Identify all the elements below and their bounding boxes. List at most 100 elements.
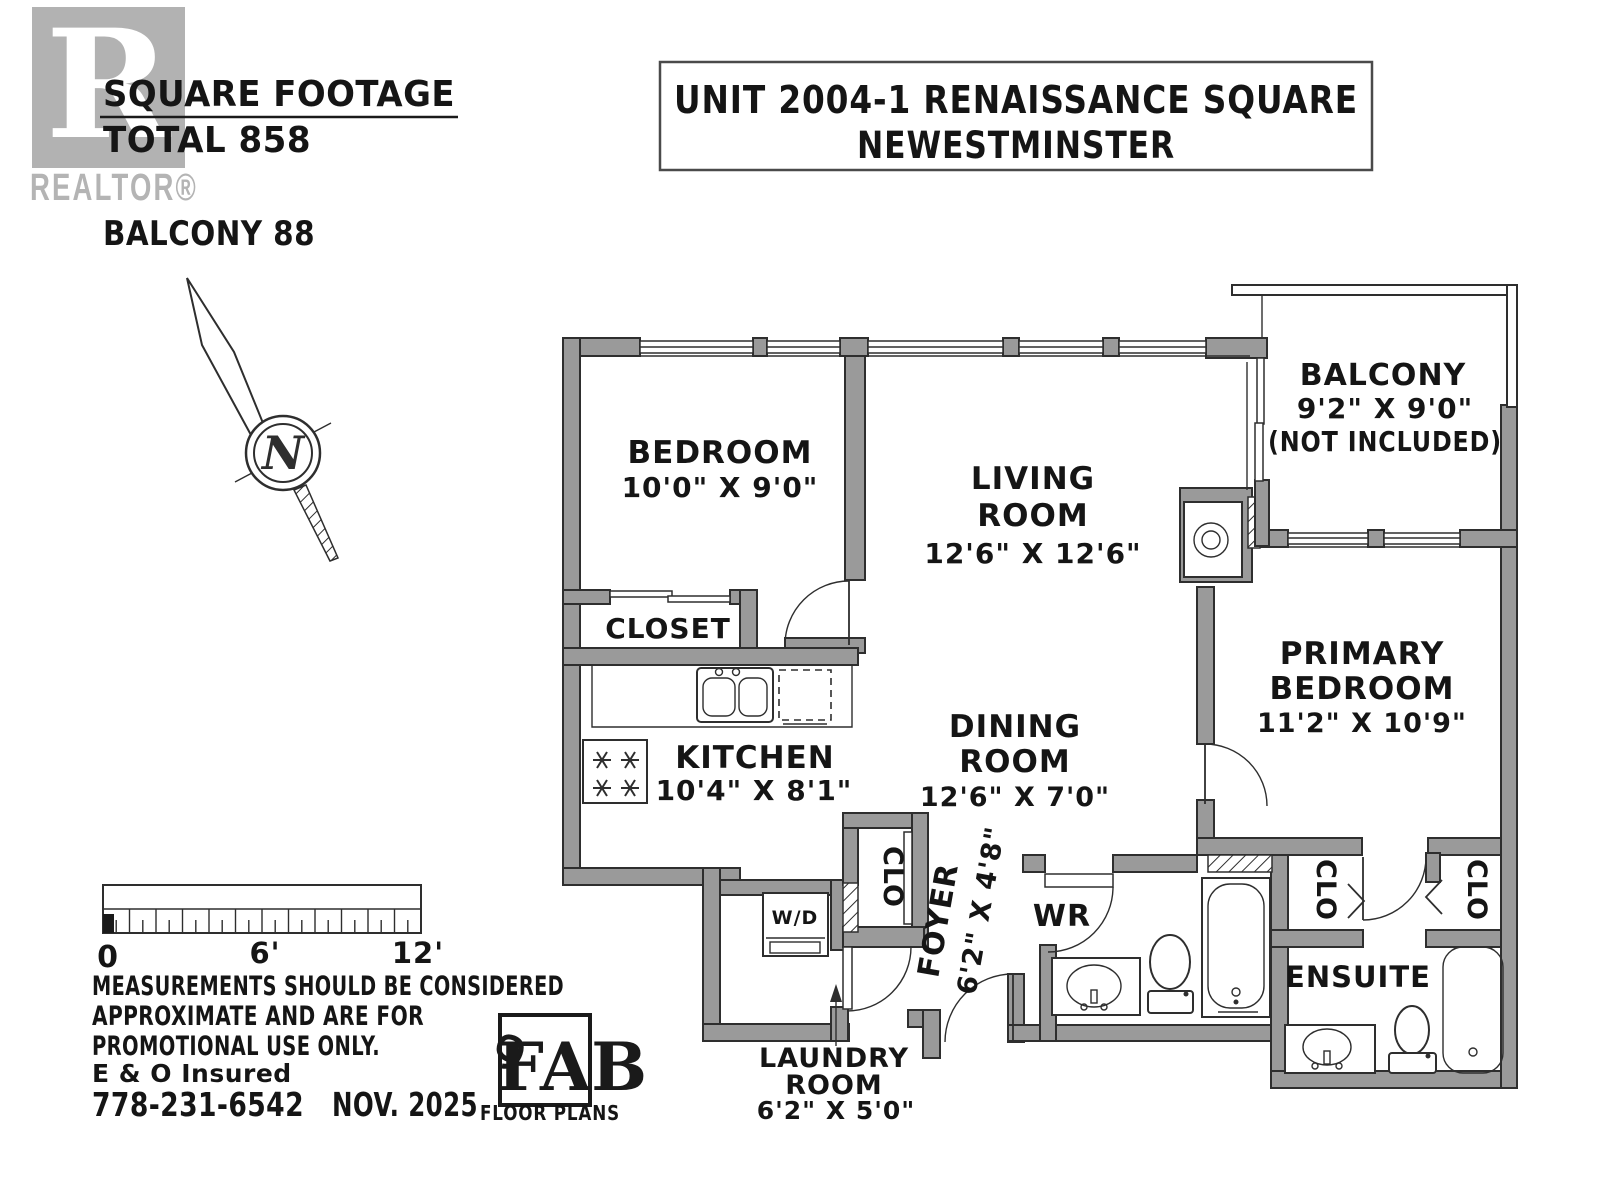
faucet-dot <box>714 667 724 677</box>
wall-segment <box>1196 837 1363 856</box>
wall-segment <box>1425 852 1441 883</box>
room-dims-bedroom: 10'0" X 9'0" <box>622 471 819 504</box>
tank-knob <box>1183 991 1189 997</box>
room-label-entry-closet: CLO <box>877 846 908 908</box>
room-label-kitchen: KITCHEN <box>675 740 835 776</box>
room-label-dining-1: DINING <box>949 709 1081 745</box>
closet-door-panel <box>903 831 913 925</box>
realtor-wordmark: REALTOR® <box>30 167 198 209</box>
title-line2: NEWESTMINSTER <box>857 124 1175 167</box>
wall-segment <box>844 355 866 581</box>
wall-segment <box>1102 337 1120 357</box>
wall-segment <box>1196 586 1215 745</box>
wall-segment <box>562 647 859 666</box>
title-line1: UNIT 2004-1 RENAISSANCE SQUARE <box>674 78 1358 122</box>
wall-segment <box>842 926 925 948</box>
ensuite-vanity <box>1284 1024 1376 1074</box>
ruler-zero-block <box>103 914 114 933</box>
sink-basin <box>702 677 736 717</box>
fab-logo-frame <box>498 1013 592 1107</box>
stove-icon <box>582 739 648 804</box>
room-dims-laundry: 6'2" X 5'0" <box>757 1096 916 1125</box>
wall-segment <box>702 867 721 1042</box>
wall-segment <box>1002 337 1020 357</box>
doors <box>609 580 1443 1043</box>
room-note-balcony: (NOT INCLUDED) <box>1268 425 1502 458</box>
faucet-dot <box>1335 1062 1343 1070</box>
balcony-slider-panel <box>1254 422 1264 482</box>
ruler-label-middle: 6' <box>249 936 280 970</box>
compass-tick-east <box>313 422 332 433</box>
title-box-frame <box>658 60 1374 172</box>
kitchen-counter <box>591 665 853 728</box>
laundry-arrow-head <box>830 984 842 1002</box>
disclaimer-block: MEASUREMENTS SHOULD BE CONSIDERED APPROX… <box>92 971 564 1124</box>
hatched-wall <box>1207 854 1273 873</box>
ensuite-sink-icon <box>1302 1028 1352 1066</box>
wr-sink-icon <box>1066 964 1122 1008</box>
wall-segment <box>839 337 869 357</box>
wall-segment <box>842 827 859 886</box>
fab-logo-swirl <box>496 1034 524 1069</box>
compass-tick-west <box>234 472 253 483</box>
room-label-primary-2: BEDROOM <box>1270 671 1455 707</box>
scale-ruler: 0 6' 12' <box>97 884 443 975</box>
faucet-dot <box>1080 1003 1088 1011</box>
wall-segment <box>1427 837 1502 856</box>
realtor-logo-letter: R <box>46 0 172 173</box>
room-dims-living: 12'6" X 12'6" <box>924 537 1141 570</box>
door-leaf <box>1044 873 1114 888</box>
tank-knob <box>1425 1053 1431 1059</box>
door-leaf <box>842 946 853 1010</box>
wall-inner-lines <box>580 355 1460 548</box>
wall-segment <box>702 1023 850 1042</box>
door-arc <box>846 946 912 1012</box>
wall-segment <box>1425 929 1502 948</box>
door-arc <box>784 580 850 646</box>
realtor-logo-block <box>32 7 185 168</box>
wall-segment <box>1205 337 1268 359</box>
wall-segment <box>1367 529 1385 548</box>
room-label-bedroom: BEDROOM <box>628 435 813 471</box>
wd-drawer <box>769 941 821 954</box>
room-label-laundry-1: LAUNDRY <box>759 1043 909 1074</box>
tub-drain <box>1468 1047 1478 1057</box>
fab-logo: FAB FLOOR PLANS <box>480 1013 647 1125</box>
square-footage-summary: SQUARE FOOTAGE TOTAL 858 BALCONY 88 <box>100 74 458 254</box>
room-label-wd: W/D <box>772 907 819 929</box>
compass-ring-outer <box>244 414 322 492</box>
contact-phone: 778-231-6542 <box>92 1085 304 1124</box>
wall-segment <box>562 337 581 886</box>
tub-dot <box>1233 999 1239 1005</box>
door-arc <box>1204 743 1268 807</box>
total-sqft: TOTAL 858 <box>103 120 311 161</box>
disclaimer-line3: PROMOTIONAL USE ONLY. <box>92 1031 380 1062</box>
title-box: UNIT 2004-1 RENAISSANCE SQUARE NEWESTMIN… <box>658 60 1374 172</box>
room-label-ensuite-closet-left: CLO <box>1310 859 1341 921</box>
room-label-primary-1: PRIMARY <box>1280 636 1445 672</box>
room-label-wr: WR <box>1033 899 1091 934</box>
balcony-railing <box>1231 284 1518 482</box>
disclaimer-line2: APPROXIMATE AND ARE FOR <box>92 1001 424 1032</box>
wall-segment <box>1022 854 1046 873</box>
ensuite-faucet <box>1323 1050 1331 1065</box>
square-footage-title: SQUARE FOOTAGE <box>103 74 455 115</box>
faucet-dot <box>1100 1003 1108 1011</box>
fab-logo-text: FAB <box>497 1028 647 1106</box>
bifold-door <box>1347 883 1366 919</box>
disclaimer-line4: E & O Insured <box>92 1059 292 1088</box>
sink-basin <box>738 677 768 717</box>
room-label-balcony: BALCONY <box>1300 358 1467 393</box>
room-label-ensuite: ENSUITE <box>1285 960 1431 994</box>
ruler-ticks <box>115 909 409 933</box>
windows <box>639 340 1461 545</box>
balcony-slider-panel <box>1256 357 1265 425</box>
door-arc <box>1362 856 1427 921</box>
ensuite-toilet-tank <box>1388 1052 1437 1074</box>
wall-segment <box>1270 929 1364 948</box>
compass-ring-inner <box>253 423 313 483</box>
fireplace-ring <box>1193 522 1229 558</box>
wr-toilet-icon <box>1149 934 1191 990</box>
